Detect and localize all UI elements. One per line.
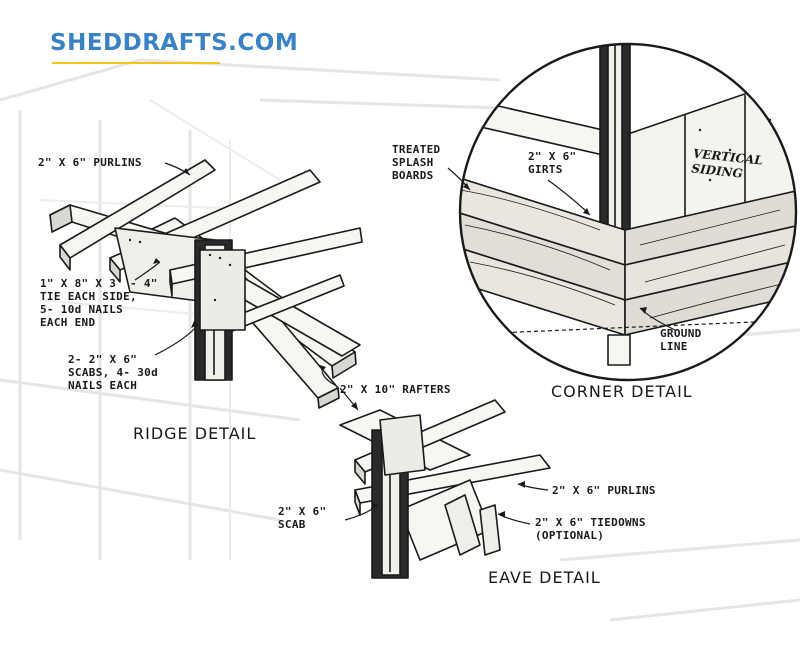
ridge-purlins-label: 2" X 6" PURLINS bbox=[38, 156, 142, 169]
eave-purlins-label: 2" X 6" PURLINS bbox=[552, 484, 656, 497]
eave-tiedowns-label: 2" X 6" TIEDOWNS (OPTIONAL) bbox=[535, 516, 646, 542]
eave-scab-label: 2" X 6" SCAB bbox=[278, 505, 327, 531]
brand-logo: SHEDDRAFTS.COM bbox=[50, 30, 298, 56]
ridge-detail-caption: RIDGE DETAIL bbox=[133, 424, 257, 443]
corner-detail-caption: CORNER DETAIL bbox=[551, 382, 693, 401]
corner-splash-label: TREATED SPLASH BOARDS bbox=[392, 143, 441, 182]
corner-girts-label: 2" X 6" GIRTS bbox=[528, 150, 577, 176]
rafters-label: 2" X 10" RAFTERS bbox=[340, 383, 451, 396]
corner-ground-label: GROUND LINE bbox=[660, 327, 702, 353]
ridge-tie-label: 1" X 8" X 3' - 4" TIE EACH SIDE, 5- 10d … bbox=[40, 277, 158, 329]
eave-detail-caption: EAVE DETAIL bbox=[488, 568, 601, 587]
brand-text: SHEDDRAFTS.COM bbox=[50, 30, 299, 56]
brand-underline bbox=[52, 62, 220, 64]
ridge-scabs-label: 2- 2" X 6" SCABS, 4- 30d NAILS EACH bbox=[68, 353, 158, 392]
